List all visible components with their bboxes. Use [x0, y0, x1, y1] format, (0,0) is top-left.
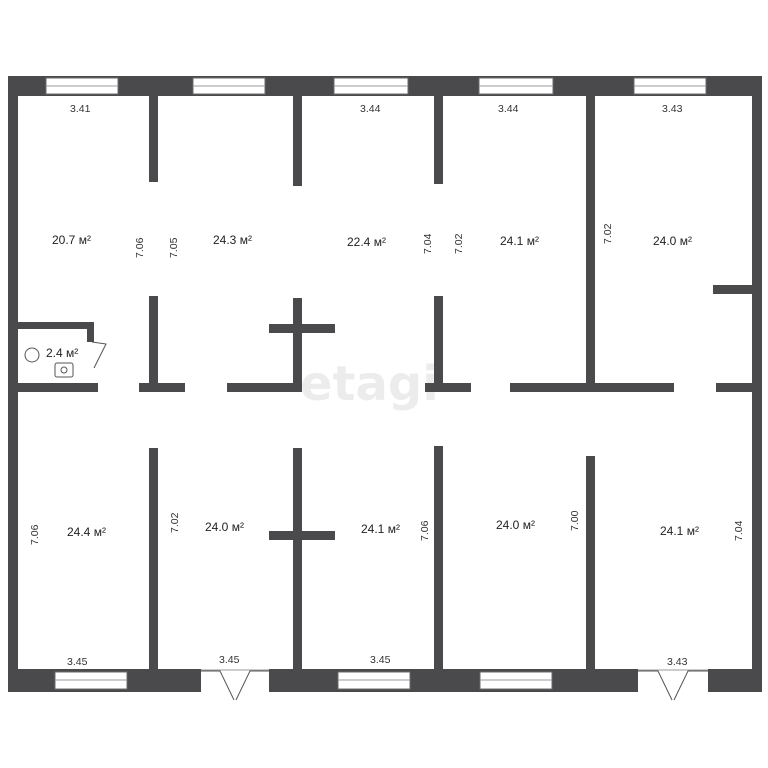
room-7-area: 24.0 м²: [205, 520, 244, 534]
room-6-depth: 7.06: [29, 524, 41, 545]
room-3-depth: 7.04: [422, 233, 434, 254]
room-9-depth: 7.00: [569, 510, 581, 531]
room-1-width: 3.41: [70, 103, 91, 115]
toilet-icon: [24, 347, 40, 363]
bathroom-fixtures: [24, 341, 107, 378]
room-4-width: 3.44: [498, 103, 519, 115]
room-7-depth: 7.02: [169, 512, 181, 533]
room-10-area: 24.1 м²: [660, 524, 699, 538]
room-9-area: 24.0 м²: [496, 518, 535, 532]
windows-bottom: [54, 671, 553, 690]
room-6-area: 24.4 м²: [67, 525, 106, 539]
width-dimensions: 3.41 3.44 3.44 3.43 3.45 3.45 3.45 3.43: [67, 103, 688, 668]
watermark-logo: etagi: [300, 356, 439, 412]
room-5-area: 24.0 м²: [653, 234, 692, 248]
entrance-door-1: [201, 669, 269, 701]
depth-dimensions: 7.06 7.05 7.04 7.02 7.02 7.06 7.02 7.06 …: [29, 223, 745, 545]
room-4-depth: 7.02: [453, 233, 465, 254]
room-3-area: 22.4 м²: [347, 235, 386, 249]
room-8-area: 24.1 м²: [361, 522, 400, 536]
room-7-width: 3.45: [219, 654, 240, 666]
room-4-area: 24.1 м²: [500, 234, 539, 248]
room-10-depth: 7.04: [733, 520, 745, 541]
door-swing-icon: [91, 341, 107, 369]
room-5-width: 3.43: [662, 103, 683, 115]
room-8-depth: 7.06: [419, 520, 431, 541]
room-1-depth: 7.06: [134, 237, 146, 258]
room-2-area: 24.3 м²: [213, 233, 252, 247]
room-labels: 20.7 м² 24.3 м² 22.4 м² 24.1 м² 24.0 м² …: [46, 233, 699, 539]
room-8-width: 3.45: [370, 654, 391, 666]
bathroom-area: 2.4 м²: [46, 346, 78, 360]
room-5-depth: 7.02: [602, 223, 614, 244]
windows-top: [45, 77, 707, 95]
room-10-width: 3.43: [667, 656, 688, 668]
room-2-depth: 7.05: [168, 237, 180, 258]
sink-icon: [54, 362, 74, 378]
room-6-width: 3.45: [67, 656, 88, 668]
entrance-door-2: [638, 669, 708, 701]
room-3-width: 3.44: [360, 103, 381, 115]
room-1-area: 20.7 м²: [52, 233, 91, 247]
interior-walls: [18, 96, 752, 669]
